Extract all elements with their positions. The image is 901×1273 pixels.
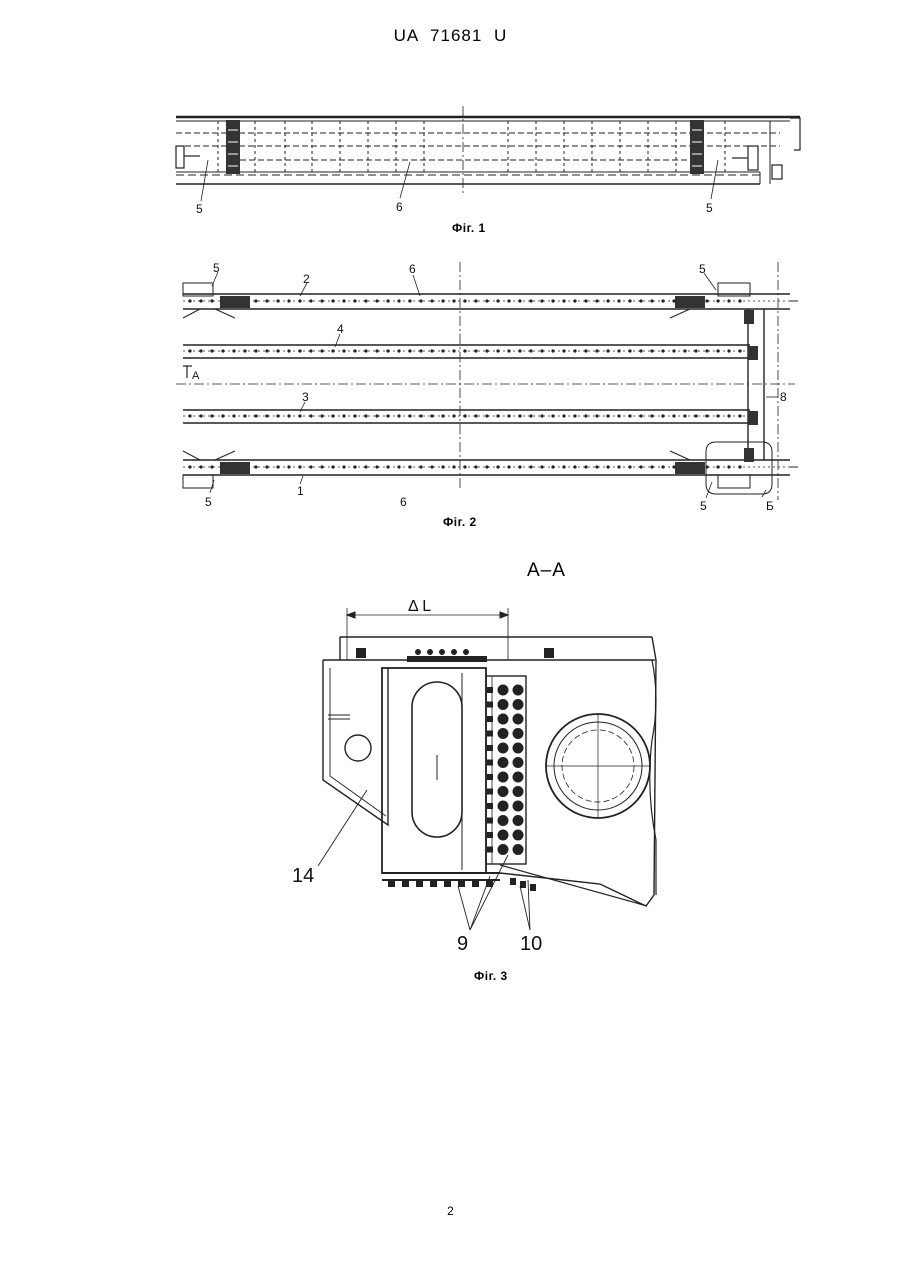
- fig2-label-5-bottom-left: 5: [205, 495, 212, 509]
- page-number: 2: [0, 1204, 901, 1218]
- fig2-label-5-top-left: 5: [213, 261, 220, 275]
- fig2-label-4: 4: [337, 322, 344, 336]
- fig1-label-right5: 5: [706, 201, 713, 215]
- fig1-label-6: 6: [396, 200, 403, 214]
- fig1-label-left5: 5: [196, 202, 203, 216]
- fig3-label-14: 14: [292, 865, 314, 887]
- figure-2-drawing: 5 2 6 5 4 3 8 A 5 1 6 5 Б: [0, 250, 901, 530]
- fig2-label-6-bottom: 6: [400, 495, 407, 509]
- fig2-section-mark-a: A: [192, 370, 200, 382]
- fig2-label-5-top-right: 5: [699, 262, 706, 276]
- fig3-label-10: 10: [520, 933, 542, 955]
- section-label-a-a: А–А: [527, 560, 566, 582]
- figure-3-drawing: Δ L 14 9 10: [0, 590, 901, 970]
- figure-2-caption: Фіг. 2: [443, 515, 477, 529]
- patent-header: UA 71681 U: [0, 26, 901, 46]
- fig2-detail-label-b: Б: [766, 499, 774, 513]
- fig2-label-1: 1: [297, 484, 304, 498]
- fig3-label-9: 9: [457, 933, 468, 955]
- fig3-dimension-delta-l: Δ L: [408, 598, 431, 615]
- fig2-label-5-bottom-right: 5: [700, 499, 707, 513]
- figure-1-caption: Фіг. 1: [452, 221, 486, 235]
- fig2-label-2: 2: [303, 272, 310, 286]
- fig2-label-3: 3: [302, 390, 309, 404]
- fig2-label-6-top: 6: [409, 262, 416, 276]
- fig2-label-8: 8: [780, 390, 787, 404]
- figure-3-caption: Фіг. 3: [474, 969, 508, 983]
